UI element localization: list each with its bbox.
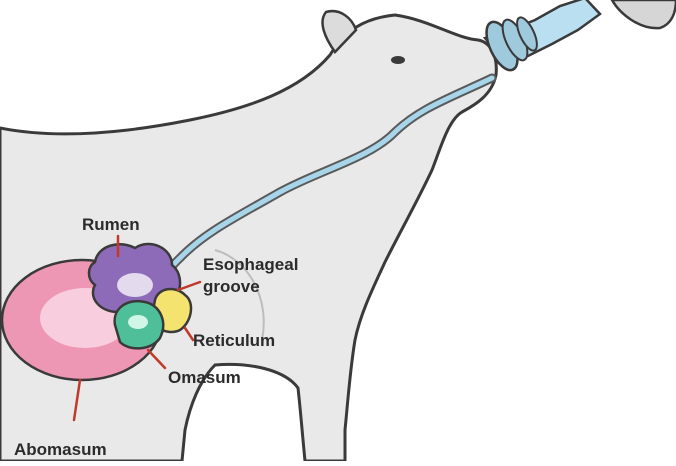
- hand: [612, 0, 676, 28]
- label-abomasum: Abomasum: [14, 440, 107, 459]
- label-rumen: Rumen: [82, 215, 140, 234]
- label-esophageal-line2: groove: [203, 277, 260, 296]
- bottle: [480, 0, 600, 75]
- label-reticulum: Reticulum: [193, 331, 275, 350]
- calf-eye: [391, 56, 405, 64]
- label-esophageal-line1: Esophageal: [203, 255, 298, 274]
- rumen-highlight: [117, 273, 153, 297]
- omasum-highlight: [128, 315, 148, 329]
- label-omasum: Omasum: [168, 368, 241, 387]
- calf-body: [0, 15, 496, 461]
